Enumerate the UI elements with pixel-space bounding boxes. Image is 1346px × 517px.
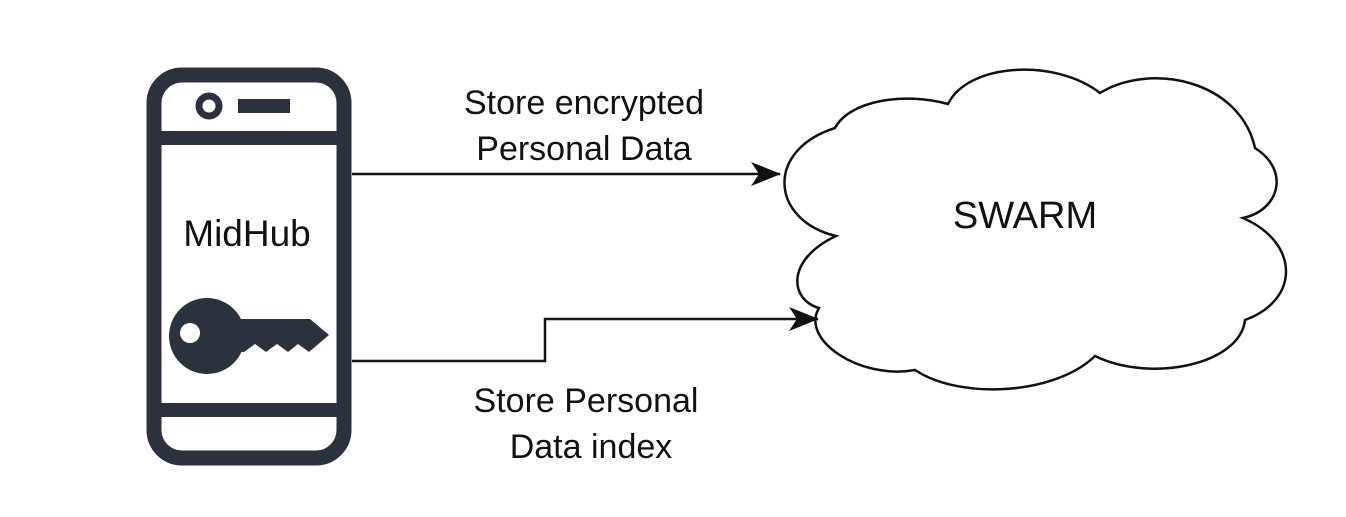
cloud-label: SWARM bbox=[953, 195, 1097, 237]
edge-label-line2: Data index bbox=[510, 428, 673, 466]
device-label: MidHub bbox=[183, 213, 311, 254]
smartphone-icon bbox=[146, 67, 352, 466]
edge-store-encrypted: Store encrypted Personal Data bbox=[352, 84, 781, 186]
edge-line bbox=[352, 307, 819, 363]
edge-label-line1: Store encrypted bbox=[464, 84, 704, 122]
cloud-icon bbox=[783, 68, 1288, 391]
edge-label-line1: Store Personal bbox=[474, 382, 699, 420]
edge-store-index: Store Personal Data index bbox=[352, 307, 819, 466]
edge-label-line2: Personal Data bbox=[476, 130, 692, 168]
key-icon bbox=[169, 298, 329, 374]
speaker-icon bbox=[238, 99, 290, 113]
swarm-cloud: SWARM bbox=[783, 68, 1288, 391]
midhub-device: MidHub bbox=[146, 67, 352, 466]
camera-icon bbox=[195, 92, 223, 120]
